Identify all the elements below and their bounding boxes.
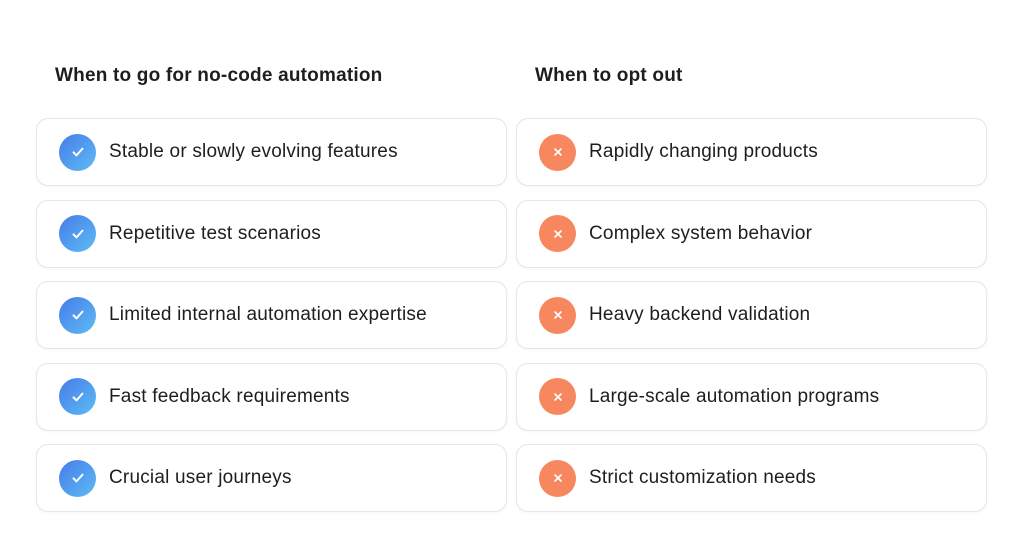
list-item: Repetitive test scenarios bbox=[36, 199, 507, 268]
list-item-label: Large-scale automation programs bbox=[589, 385, 880, 407]
x-icon bbox=[539, 215, 576, 252]
comparison-board: When to go for no-code automation Stable… bbox=[36, 64, 987, 512]
list-item: Heavy backend validation bbox=[516, 281, 987, 349]
check-icon bbox=[59, 215, 96, 252]
list-item: Complex system behavior bbox=[516, 199, 987, 268]
list-item: Stable or slowly evolving features bbox=[36, 118, 507, 186]
x-icon bbox=[539, 296, 576, 334]
list-item: Crucial user journeys bbox=[36, 444, 507, 512]
check-icon bbox=[59, 296, 96, 334]
column-title: When to opt out bbox=[535, 65, 683, 86]
list-item-label: Strict customization needs bbox=[589, 467, 816, 488]
column-no-code-automation: When to go for no-code automation Stable… bbox=[36, 64, 507, 512]
card-list-pros: Stable or slowly evolving features Repet… bbox=[36, 118, 507, 512]
column-opt-out: When to opt out Rapidly changing product… bbox=[516, 64, 987, 512]
column-title: When to go for no-code automation bbox=[55, 65, 383, 86]
x-icon bbox=[539, 459, 576, 497]
check-icon bbox=[59, 459, 96, 497]
list-item-label: Rapidly changing products bbox=[589, 141, 818, 162]
x-icon bbox=[539, 133, 576, 171]
list-item: Rapidly changing products bbox=[516, 118, 987, 186]
check-icon bbox=[59, 378, 96, 415]
list-item-label: Heavy backend validation bbox=[589, 304, 811, 325]
list-item-label: Limited internal automation expertise bbox=[109, 304, 427, 325]
list-item: Limited internal automation expertise bbox=[36, 281, 507, 349]
list-item-label: Repetitive test scenarios bbox=[109, 222, 321, 244]
list-item-label: Stable or slowly evolving features bbox=[109, 141, 398, 162]
x-icon bbox=[539, 378, 576, 415]
card-list-cons: Rapidly changing products Complex system… bbox=[516, 118, 987, 512]
list-item-label: Crucial user journeys bbox=[109, 467, 292, 488]
list-item-label: Fast feedback requirements bbox=[109, 385, 350, 407]
list-item: Strict customization needs bbox=[516, 444, 987, 512]
check-icon bbox=[59, 133, 96, 171]
list-item: Fast feedback requirements bbox=[36, 362, 507, 431]
list-item-label: Complex system behavior bbox=[589, 222, 813, 244]
list-item: Large-scale automation programs bbox=[516, 362, 987, 431]
